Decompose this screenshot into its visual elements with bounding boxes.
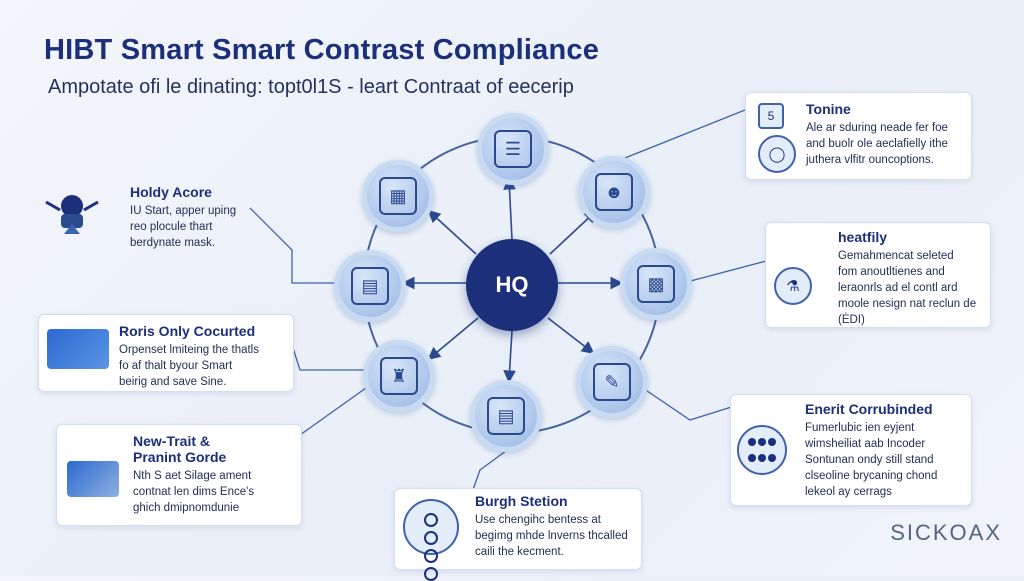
node-top: ☰	[477, 113, 549, 185]
hub-node: HQ	[466, 239, 558, 331]
card-line: Sontunan ondy still stand	[805, 454, 934, 466]
node-upper-left: ▦	[362, 160, 434, 232]
magnifier-icon: HQ	[495, 272, 529, 297]
document-grid-icon: ▦	[379, 177, 417, 215]
device-icon: ▩	[637, 265, 675, 303]
card-line: ghich dmipnomdunie	[133, 502, 240, 514]
card-line: wimsheiliat aab Incoder	[805, 438, 926, 450]
card-line: berdynate mask.	[130, 237, 216, 249]
card-line: fom anoutltienes and	[838, 266, 945, 278]
card-burgh: Burgh Stetion Use chengihc bentess at be…	[394, 488, 642, 581]
page-subtitle: Ampotate ofi le dinating: topt0l1S - lea…	[48, 76, 574, 98]
node-right: ▩	[620, 248, 692, 320]
card-line: moole nesign nat reclun de	[838, 298, 977, 310]
number-badge: 5	[758, 103, 784, 129]
shield-icon: ◯	[758, 135, 796, 173]
node-lower-right: ✎	[576, 346, 648, 418]
card-line: caili the kecment.	[475, 546, 564, 558]
mascot-icon	[45, 195, 99, 234]
clipboard-icon: ☰	[494, 130, 532, 168]
person-desk-icon: ☻	[595, 173, 633, 211]
card-line: juthera vlfitr ouncoptions.	[806, 154, 934, 166]
card-line: leraonrls ad el contl ard	[838, 282, 958, 294]
card-line: begimg mhde lnverns thcalled	[475, 530, 628, 542]
card-line: lekeol ay cerrags	[805, 486, 892, 498]
node-lower-left: ♜	[363, 340, 435, 412]
card-enerit: Enerit Corrubinded Fumerlubic ien eyjent…	[730, 394, 972, 506]
card-line: Nth S aet Silage ament	[133, 470, 252, 482]
card-line: Use chengihc bentess at	[475, 514, 601, 526]
node-bottom: ▤	[470, 380, 542, 452]
card-tonine: 5 ◯ Tonine Ale ar sduring neade fer foe …	[745, 92, 972, 180]
report-icon: ▤	[351, 267, 389, 305]
brand-logo: SICKOAX	[890, 520, 1002, 545]
card-line: fo af thalt byour Smart	[119, 360, 233, 372]
card-line: and buolr ole aeclafielly ithe	[806, 138, 948, 150]
card-line: beirig and save Sine.	[119, 376, 227, 388]
flask-icon: ⚗	[774, 267, 812, 305]
pen-icon: ✎	[593, 363, 631, 401]
card-title: heatfily	[838, 229, 888, 245]
card-title: Roris Only Cocurted	[119, 323, 256, 339]
card-line: Fumerlubic ien eyjent	[805, 422, 915, 434]
card-title: Enerit Corrubinded	[805, 401, 933, 417]
card-heatfily: ⚗ heatfily Gemahmencat seleted fom anout…	[765, 222, 991, 328]
card-line: Orpenset lmiteing the thatls	[119, 344, 259, 356]
card-line: contnat len dims Ence's	[133, 486, 255, 498]
card-title: Holdy Acore	[130, 184, 212, 200]
card-line: Gemahmencat seleted	[838, 250, 954, 262]
server-icon: ▤	[487, 397, 525, 435]
card-roris: Roris Only Cocurted Orpenset lmiteing th…	[38, 314, 294, 392]
page-title: HIBT Smart Smart Contrast Compliance	[44, 34, 600, 66]
card-title: Tonine	[806, 101, 851, 117]
card-title: Burgh Stetion	[475, 493, 568, 509]
card-title: New-Trait &	[133, 433, 211, 449]
card-line: Ale ar sduring neade fer foe	[806, 122, 948, 134]
card-line: (ĖDI)	[838, 314, 865, 326]
card-holdy: Holdy Acore IU Start, apper uping reo pl…	[100, 176, 250, 254]
card-newtrait: New-Trait & Pranint Gorde Nth S aet Sila…	[56, 424, 302, 526]
card-image-icon	[47, 329, 109, 369]
card-line: reo plocule thart	[130, 221, 213, 233]
building-icon: ♜	[380, 357, 418, 395]
card-line: clseoline brycaning chond	[805, 470, 938, 482]
settings-grid-icon	[403, 499, 459, 581]
node-upper-right: ☻	[578, 156, 650, 228]
card-image-icon	[67, 461, 119, 497]
node-left: ▤	[334, 250, 406, 322]
card-title: Pranint Gorde	[133, 449, 227, 465]
network-icon	[737, 425, 787, 475]
card-line: IU Start, apper uping	[130, 205, 237, 217]
